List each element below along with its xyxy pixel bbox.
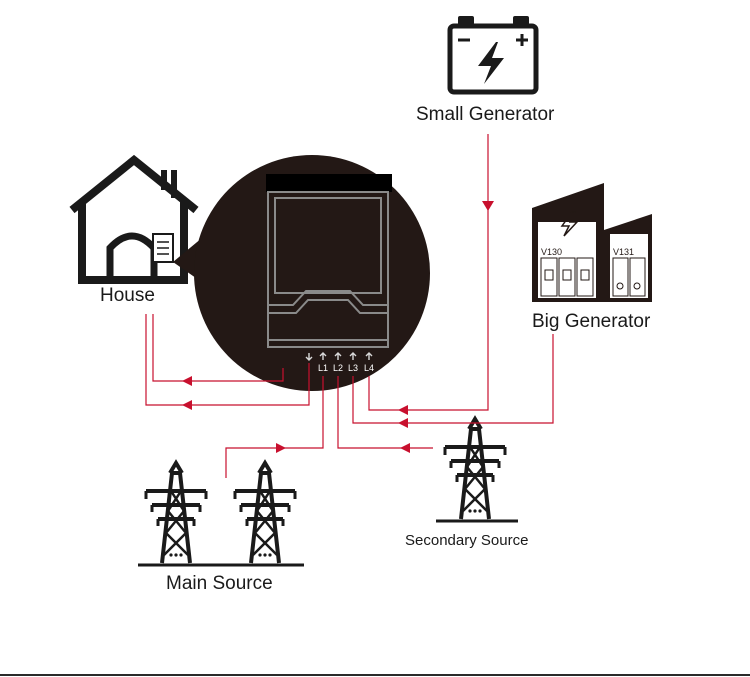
house-icon bbox=[69, 154, 199, 284]
transmission-tower-icon bbox=[138, 417, 518, 567]
terminal-l2: L2 bbox=[333, 363, 343, 373]
terminal-l3: L3 bbox=[348, 363, 358, 373]
wires bbox=[145, 134, 554, 478]
breaker-v130-label: V130 bbox=[541, 247, 562, 257]
wire-arrows bbox=[182, 201, 494, 453]
house-label: House bbox=[100, 285, 155, 306]
lightning-battery-icon bbox=[447, 16, 539, 95]
generator-building-icon bbox=[532, 183, 652, 302]
small-generator-label: Small Generator bbox=[416, 104, 555, 125]
breaker-v131-label: V131 bbox=[613, 247, 634, 257]
big-generator-label: Big Generator bbox=[532, 311, 651, 332]
terminal-l4: L4 bbox=[364, 363, 374, 373]
device-callout bbox=[173, 155, 430, 391]
terminal-l1: L1 bbox=[318, 363, 328, 373]
secondary-source-label: Secondary Source bbox=[405, 532, 529, 549]
main-source-label: Main Source bbox=[166, 573, 273, 594]
